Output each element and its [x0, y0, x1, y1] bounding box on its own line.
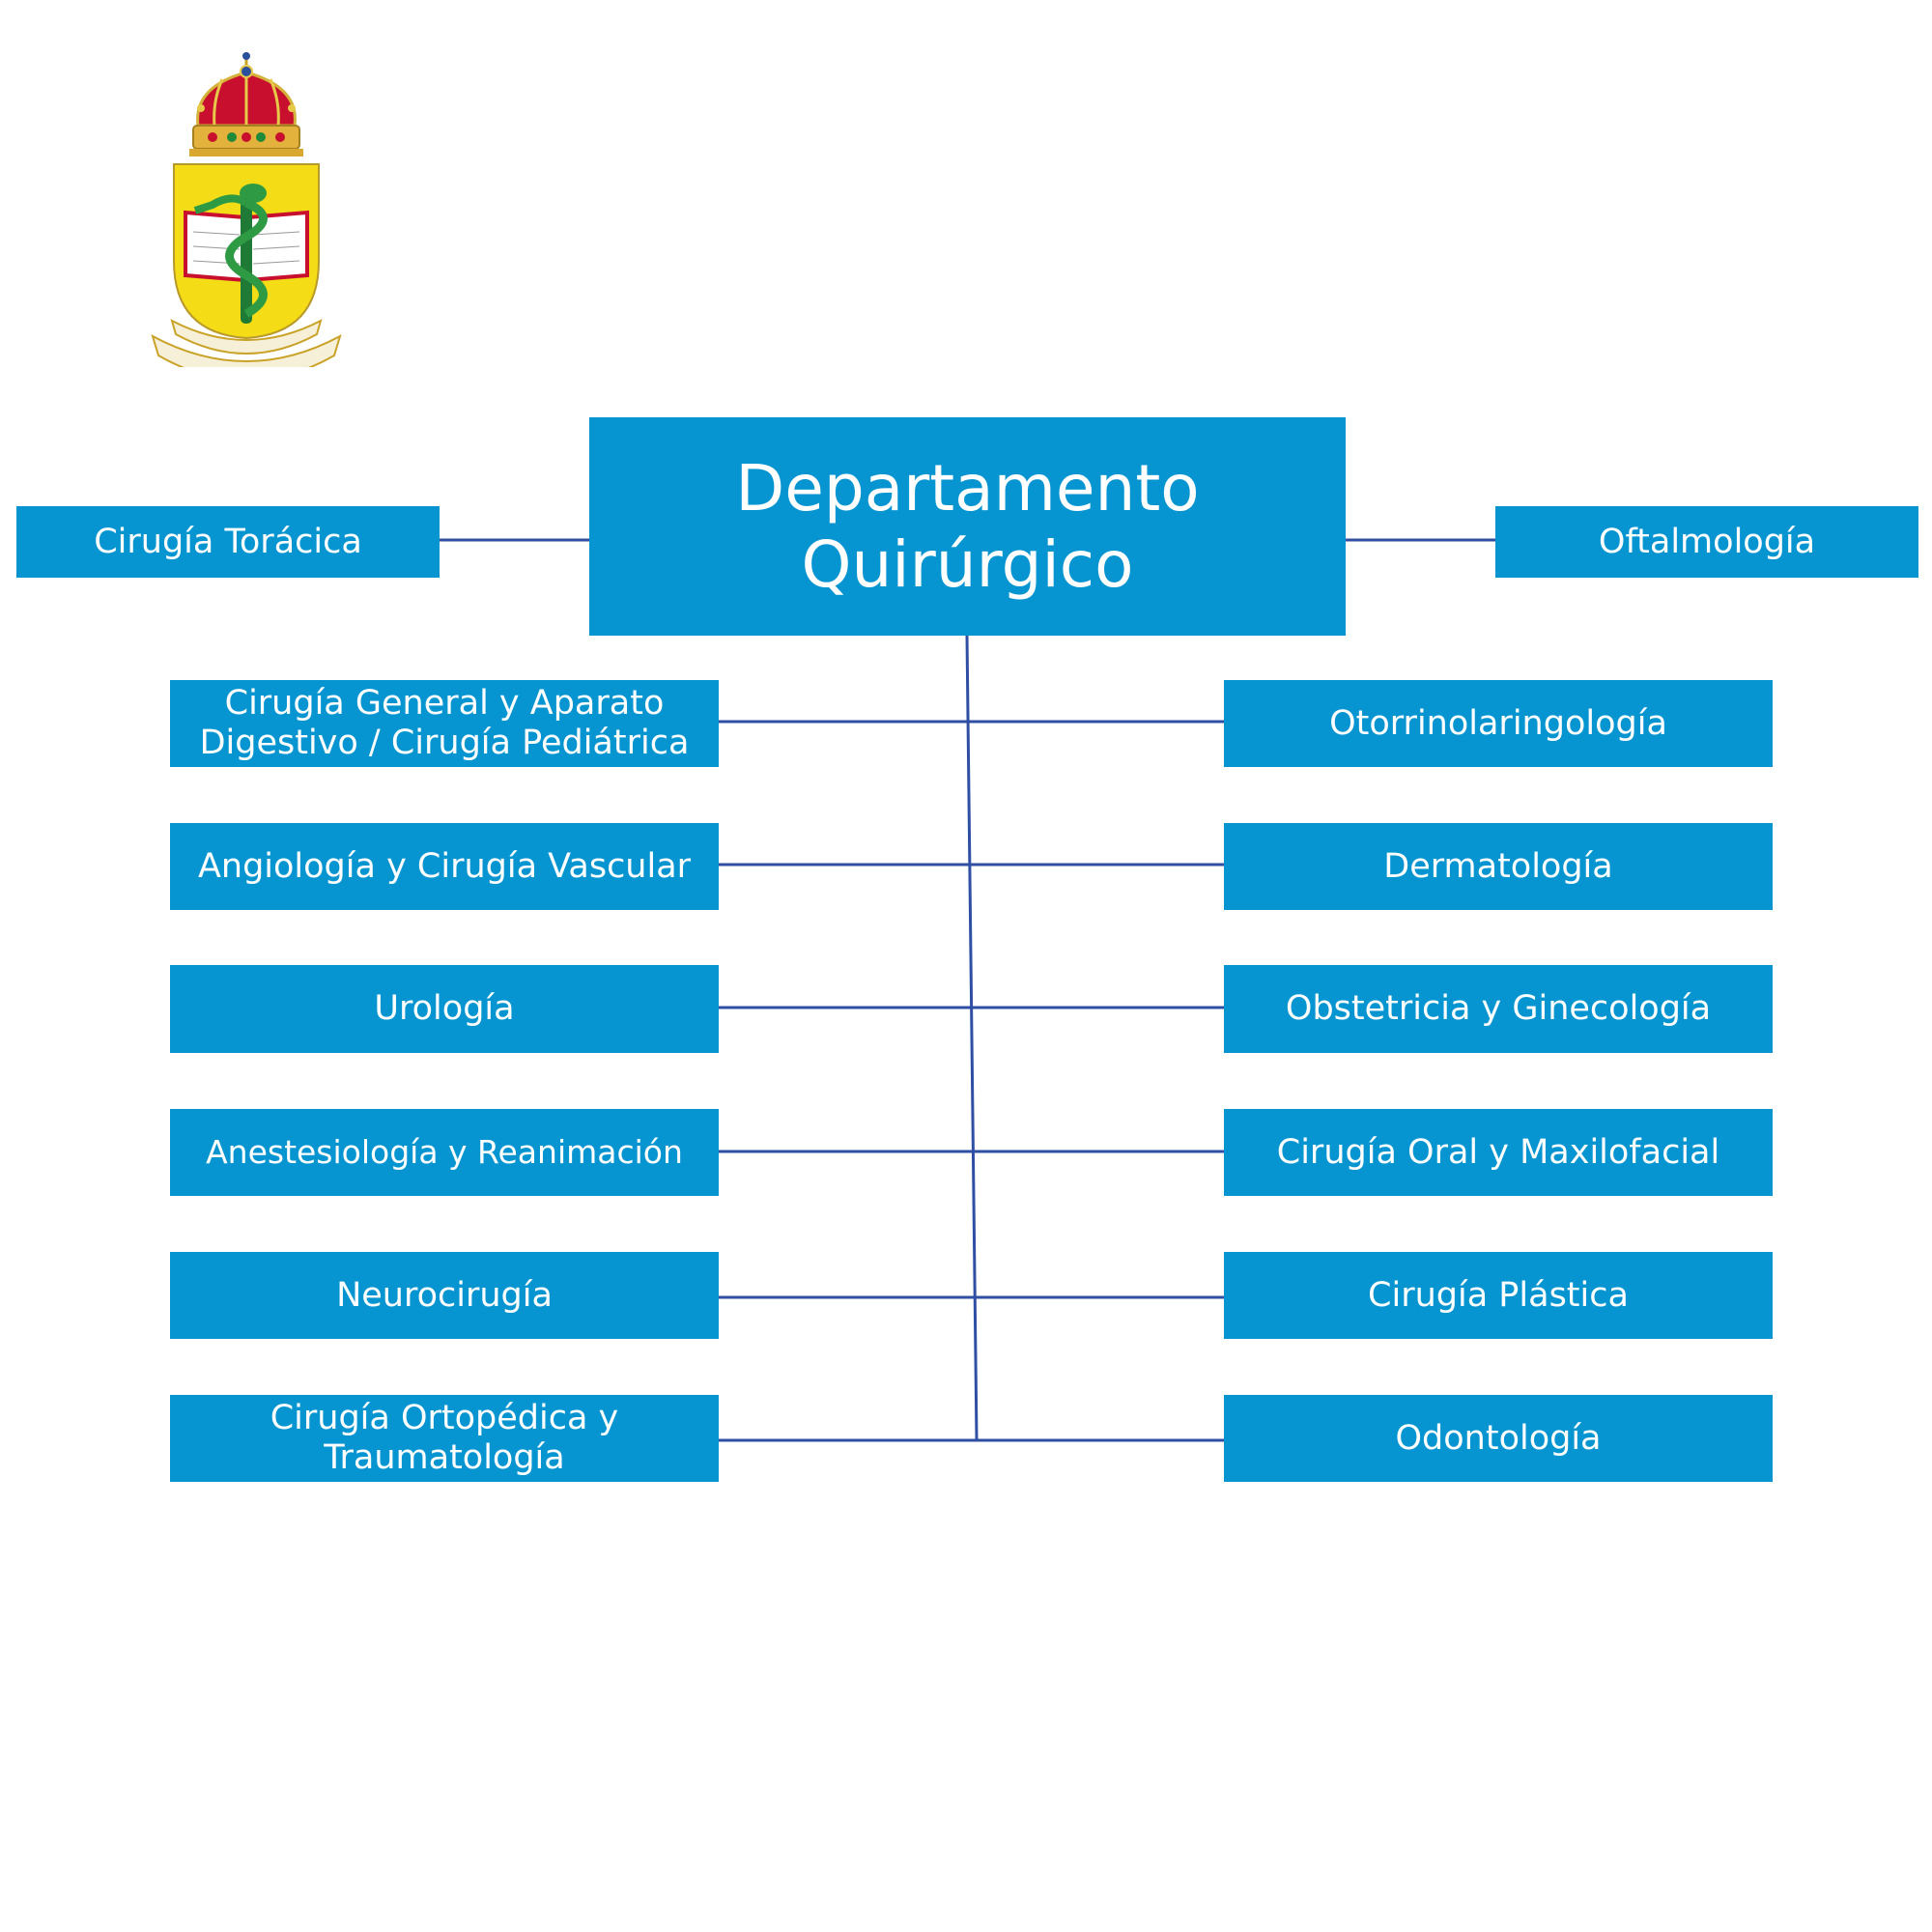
- root-title-line-1: Departamento: [735, 450, 1200, 526]
- rod-of-asclepius-icon: [193, 184, 268, 324]
- unit-box-cirugia-general: Cirugía General y Aparato Digestivo / Ci…: [170, 680, 719, 767]
- unit-box-oftalmologia: Oftalmología: [1495, 506, 1918, 578]
- unit-box-cirugia-oral: Cirugía Oral y Maxilofacial: [1224, 1109, 1773, 1196]
- unit-box-dermatologia: Dermatología: [1224, 823, 1773, 910]
- unit-box-cirugia-toracica: Cirugía Torácica: [16, 506, 440, 578]
- unit-box-cirugia-plastica: Cirugía Plástica: [1224, 1252, 1773, 1339]
- unit-label: Cirugía General y Aparato Digestivo / Ci…: [199, 684, 690, 762]
- emblem-logo: [151, 52, 342, 367]
- unit-box-cirugia-ortopedica: Cirugía Ortopédica y Traumatología: [170, 1395, 719, 1482]
- unit-label: Angiología y Cirugía Vascular: [197, 846, 692, 886]
- unit-box-odontologia: Odontología: [1224, 1395, 1773, 1482]
- department-root-box: Departamento Quirúrgico: [589, 417, 1346, 636]
- unit-box-anestesiologia: Anestesiología y Reanimación: [170, 1109, 719, 1196]
- unit-label: Cirugía Torácica: [94, 522, 362, 561]
- unit-label: Odontología: [1395, 1418, 1602, 1458]
- connector-trunk: [965, 635, 979, 1441]
- unit-label: Cirugía Plástica: [1368, 1275, 1629, 1315]
- unit-label: Urología: [374, 989, 515, 1029]
- unit-box-otorrinolaringologia: Otorrinolaringología: [1224, 680, 1773, 767]
- unit-box-obstetricia: Obstetricia y Ginecología: [1224, 965, 1773, 1053]
- unit-label: Neurocirugía: [336, 1275, 553, 1315]
- unit-box-urologia: Urología: [170, 965, 719, 1053]
- unit-label: Obstetricia y Ginecología: [1285, 989, 1712, 1029]
- root-title-line-2: Quirúrgico: [801, 527, 1134, 602]
- unit-label: Cirugía Ortopédica y Traumatología: [270, 1399, 619, 1477]
- unit-label: Dermatología: [1383, 846, 1613, 886]
- unit-label: Oftalmología: [1598, 522, 1816, 561]
- unit-box-neurocirugia: Neurocirugía: [170, 1252, 719, 1339]
- crown-icon: [189, 52, 303, 156]
- ribbon-banner: [151, 319, 342, 367]
- unit-label: Anestesiología y Reanimación: [206, 1132, 683, 1171]
- unit-box-angiologia: Angiología y Cirugía Vascular: [170, 823, 719, 910]
- unit-label: Otorrinolaringología: [1329, 703, 1667, 743]
- unit-label: Cirugía Oral y Maxilofacial: [1276, 1132, 1720, 1172]
